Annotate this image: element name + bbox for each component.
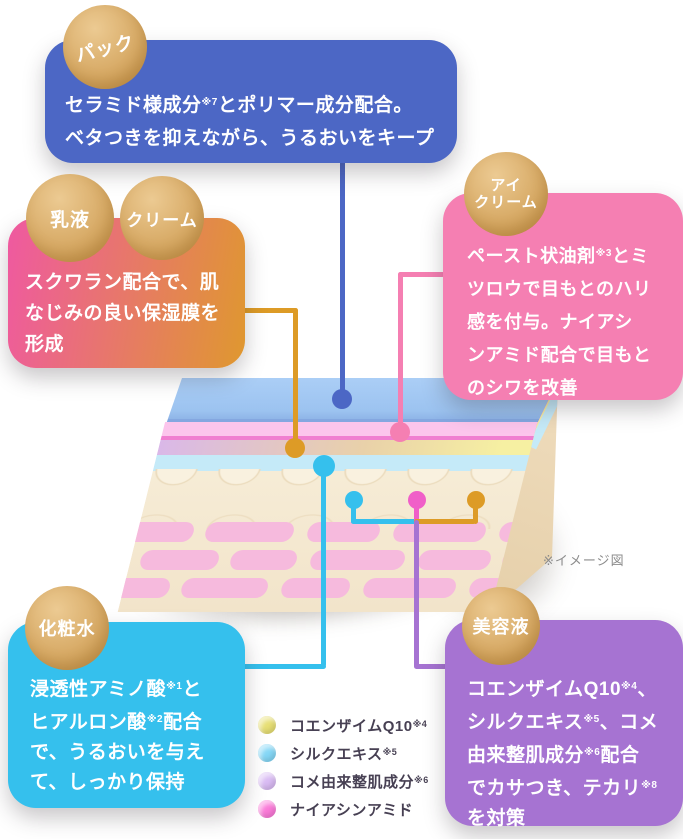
callout-line: のシワを改善: [467, 378, 578, 398]
connector-lotion-line-v: [321, 464, 326, 667]
legend-item-q10: コエンザイムQ10※4: [258, 716, 429, 735]
eye-cream-badge: アイクリーム: [464, 152, 548, 236]
callout-line: ヒアルロン酸※2配合: [30, 712, 203, 733]
ingredient-legend: コエンザイムQ10※4 シルクエキス※5 コメ由来整肌成分※6 ナイアシンアミド: [258, 716, 429, 828]
callout-line: ンアミド配合で目もと: [467, 345, 652, 365]
callout-line: ツロウで目もとのハリ: [467, 279, 652, 299]
dermis-cell: [305, 522, 383, 542]
serum-badge: 美容液: [462, 587, 540, 665]
dermis-cell: [361, 578, 459, 598]
callout-line: 形成: [25, 334, 65, 355]
dermis-cell: [121, 522, 197, 542]
callout-line: でカサつき、テカリ※8: [467, 778, 658, 799]
serum-badge-label: 美容液: [472, 617, 530, 637]
rice-dot-icon: [258, 772, 276, 790]
cream-badge: クリーム: [120, 176, 204, 260]
image-disclaimer-note: ※イメージ図: [543, 553, 625, 568]
dermis-cell: [416, 550, 494, 570]
skin-layer-lavender-tan: [156, 440, 535, 455]
silk-dot-icon: [258, 744, 276, 762]
pack-badge: パック: [63, 5, 147, 89]
callout-line: で、うるおいを与え: [30, 742, 205, 763]
legend-item-silk: シルクエキス※5: [258, 744, 429, 763]
eye-cream-badge-label: アイクリーム: [474, 177, 538, 211]
callout-line: シルクエキス※5、コメ: [467, 712, 659, 733]
dermis-cell: [391, 522, 489, 542]
dermis-cell: [179, 578, 271, 598]
silk-bead-dot: [345, 491, 363, 509]
cream-badge-label: クリーム: [126, 210, 198, 230]
callout-line: コエンザイムQ10※4、: [467, 679, 657, 700]
legend-label: コメ由来整肌成分※6: [290, 773, 429, 791]
dermis-cell: [138, 550, 222, 570]
connector-milk-line-v: [293, 308, 298, 450]
connector-niacinamide-line-v: [414, 500, 419, 524]
connector-lotion-line-h: [240, 664, 326, 669]
pack-target-dot: [332, 389, 352, 409]
legend-label: コエンザイムQ10※4: [290, 717, 428, 735]
callout-line: 由来整肌成分※6配合: [467, 745, 640, 766]
milk-badge-label: 乳液: [49, 209, 90, 231]
callout-line: て、しっかり保持: [30, 772, 186, 793]
eye-target-dot: [390, 422, 410, 442]
connector-eye-line-h: [398, 272, 445, 277]
connector-serum-line-v: [414, 520, 419, 668]
pack-badge-label: パック: [73, 31, 138, 67]
connector-eye-line-v: [398, 272, 403, 434]
dermis-cell-row: [128, 550, 539, 570]
q10-dot-icon: [258, 716, 276, 734]
dermis-cell: [203, 522, 297, 542]
callout-line: セラミド様成分※7とポリマー成分配合。: [65, 95, 413, 116]
milk-badge: 乳液: [26, 174, 114, 262]
connector-q10-line-h: [414, 519, 476, 524]
legend-label: ナイアシンアミド: [290, 801, 414, 819]
milk-target-dot: [285, 438, 305, 458]
lotion-badge: 化粧水: [25, 586, 109, 670]
callout-line: ペースト状油剤※3とミ: [467, 246, 649, 266]
q10-bead-dot: [467, 491, 485, 509]
connector-q10-line-v: [473, 500, 478, 524]
connector-serum-line-h: [414, 664, 450, 669]
dermis-cell-row: [117, 578, 539, 598]
legend-label: シルクエキス※5: [290, 745, 398, 763]
lotion-target-dot: [313, 455, 335, 477]
callout-line: なじみの良い保湿膜を: [25, 303, 221, 324]
connector-pack-line: [340, 160, 345, 400]
lotion-badge-label: 化粧水: [38, 619, 96, 639]
callout-line: スクワラン配合で、肌: [25, 272, 220, 293]
callout-line: 浸透性アミノ酸※1と: [30, 679, 202, 700]
legend-item-niacinamide: ナイアシンアミド: [258, 800, 429, 819]
callout-line: を対策: [467, 808, 526, 829]
lotion-callout: 浸透性アミノ酸※1とヒアルロン酸※2配合で、うるおいを与えて、しっかり保持: [8, 622, 245, 808]
callout-line: 感を付与。ナイアシ: [467, 312, 633, 332]
connector-silk-line-h: [351, 519, 417, 524]
callout-line: ベタつきを抑えながら、うるおいをキープ: [65, 128, 435, 149]
dermis-cell: [228, 550, 300, 570]
connector-silk-line-v: [351, 500, 356, 524]
connector-milk-line-h: [242, 308, 298, 313]
legend-item-rice: コメ由来整肌成分※6: [258, 772, 429, 791]
niacinamide-dot-icon: [258, 800, 276, 818]
dermis-cell: [117, 578, 173, 598]
dermis-cell: [279, 578, 353, 598]
niacinamide-bead-dot: [408, 491, 426, 509]
skin-layer-pink: [161, 422, 539, 436]
